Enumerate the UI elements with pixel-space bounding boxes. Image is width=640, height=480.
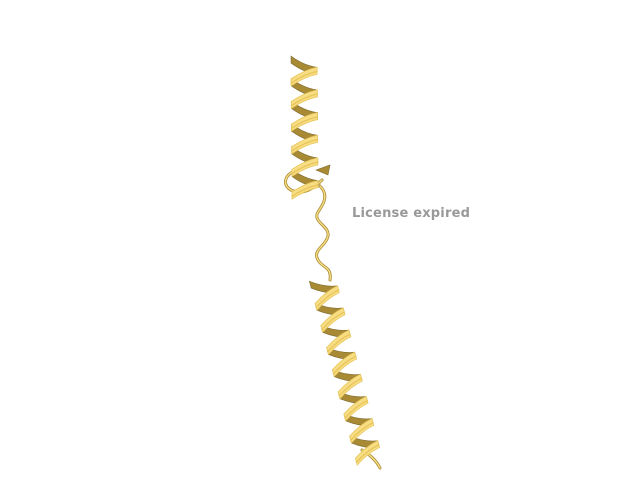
helix-front-band: [291, 180, 319, 200]
helix-front-band: [326, 329, 352, 356]
helix-shading: [291, 161, 319, 175]
license-watermark: License expired: [352, 206, 471, 221]
helix-front-band: [290, 89, 318, 110]
helix-shading: [315, 289, 340, 309]
helix-front-band: [320, 307, 346, 334]
helix-front-band: [349, 417, 375, 444]
helix-shading: [321, 311, 345, 331]
helix-front-band: [291, 157, 319, 178]
helix-shading: [332, 355, 357, 375]
helix-shading: [290, 116, 319, 129]
helix-shading: [291, 184, 319, 197]
helix-shading: [350, 421, 374, 441]
helix-front-band: [343, 395, 369, 422]
helix-front-band: [354, 440, 380, 466]
coil-highlight: [315, 185, 331, 281]
helix-shading: [344, 399, 368, 419]
helix-shading: [355, 444, 380, 464]
helix-shading: [290, 138, 319, 152]
helix-shading: [290, 93, 318, 107]
helix-front-band: [314, 285, 340, 311]
helix-front-band: [331, 351, 357, 378]
alpha-helix-upper: [290, 55, 319, 200]
alpha-helix-lower: [308, 280, 380, 466]
beta-strand-fragment: [315, 164, 331, 176]
helix-shading: [327, 333, 351, 353]
helix-front-band: [291, 112, 318, 132]
helix-front-band: [290, 66, 318, 87]
helix-shading: [338, 377, 363, 397]
helix-front-band: [337, 373, 363, 400]
helix-shading: [290, 70, 318, 84]
helix-front-band: [291, 134, 319, 155]
